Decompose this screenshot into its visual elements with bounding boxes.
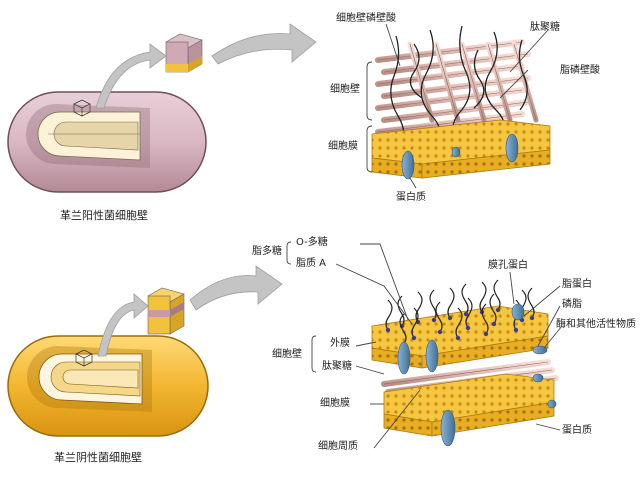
- gn-lps-chain: [479, 281, 487, 313]
- label-gn-lipopolysaccharide: 脂多糖: [252, 246, 282, 257]
- gn-lipid-a-head: [491, 321, 497, 327]
- label-gn-cell-wall: 细胞壁: [272, 349, 302, 360]
- zoom-arrow-small-bottom: [97, 293, 149, 357]
- label-gp-cell-membrane: 细胞膜: [328, 141, 358, 152]
- gn-lps-chain: [397, 295, 405, 327]
- gp-teichoic-strand: [409, 43, 423, 99]
- zoom-arrow-large-bottom: [189, 265, 283, 311]
- gp-peptidoglycan-crosslink-edge: [487, 43, 511, 121]
- gn-lps-chain: [399, 313, 407, 345]
- gn-lipid-a-head: [529, 315, 535, 321]
- label-gn-cell-membrane: 细胞膜: [320, 398, 350, 409]
- gn-lipid-a-head: [513, 327, 519, 333]
- gram-positive-wall-block: [371, 25, 551, 180]
- label-gp-protein: 蛋白质: [396, 192, 426, 203]
- label-gp-teichoic-acid: 细胞壁磷壁酸: [336, 13, 396, 24]
- gp-teichoic-strand: [473, 49, 485, 109]
- gn-lps-chain: [489, 293, 497, 325]
- gn-lipid-a-head: [447, 315, 453, 321]
- gp-peptidoglycan-rod-edge: [383, 77, 529, 97]
- gp-peptidoglycan-crosslink-edge: [513, 43, 537, 121]
- gn-lipid-a-head: [455, 335, 461, 341]
- label-gn-enzymes: 酶和其他活性物质: [556, 319, 636, 330]
- gn-lipid-a-head: [411, 335, 417, 341]
- gn-lps-chain: [461, 283, 469, 315]
- gn-lipid-a-head: [385, 327, 391, 333]
- gn-lps-chain: [465, 297, 473, 329]
- caption-gram-negative: 革兰阴性菌细胞壁: [54, 451, 142, 464]
- gp-peptidoglycan-crosslink-edge: [409, 43, 433, 121]
- gram-negative-cell: [7, 335, 209, 437]
- gram-negative-wall-block: [371, 279, 559, 447]
- gn-lipid-a-head: [483, 331, 489, 337]
- gn-lipid-a-head: [495, 307, 501, 313]
- gn-lipid-a-head: [463, 311, 469, 317]
- zoom-arrow-large-top: [211, 23, 317, 65]
- gp-peptidoglycan-rod-edge: [377, 41, 523, 61]
- gn-lipid-a-head: [431, 317, 437, 323]
- label-gn-porin: 膜孔蛋白: [488, 260, 528, 271]
- gn-lps-chain: [447, 287, 455, 319]
- gram-positive-cell: [7, 91, 207, 193]
- gp-peptidoglycan-crosslink-edge: [461, 43, 485, 121]
- label-gn-periplasm: 细胞周质: [318, 441, 358, 452]
- gp-peptidoglycan-rod-edge: [377, 113, 523, 133]
- label-gn-protein: 蛋白质: [562, 425, 592, 436]
- gram-negative-brackets: [286, 241, 563, 449]
- gram-positive-zoom-cube: [165, 33, 203, 73]
- label-gn-outer-membrane: 外膜: [330, 338, 350, 349]
- caption-gram-positive: 革兰阳性菌细胞壁: [60, 209, 148, 222]
- gn-lps-chain: [493, 279, 501, 311]
- gn-lps-chain: [527, 287, 535, 319]
- gn-lps-chain: [411, 307, 419, 339]
- label-gp-peptidoglycan: 肽聚糖: [530, 22, 560, 33]
- gp-peptidoglycan-rod-edge: [377, 65, 523, 85]
- gn-lps-chain: [415, 291, 423, 323]
- zoom-arrow-small-top: [95, 43, 167, 109]
- label-gn-peptidoglycan: 肽聚糖: [322, 361, 352, 372]
- gn-lps-chain: [481, 303, 489, 335]
- label-gp-cell-wall: 细胞壁: [330, 84, 360, 95]
- gram-positive-brackets: [366, 23, 549, 189]
- gn-lipid-a-head: [465, 325, 471, 331]
- gn-lps-chain: [429, 289, 437, 321]
- label-gn-phospholipid: 磷脂: [562, 299, 582, 310]
- gn-lipid-a-head: [437, 329, 443, 335]
- label-gn-o-polysaccharide: O-多糖: [296, 237, 328, 248]
- gn-lps-chain: [435, 301, 443, 333]
- label-gn-lipoprotein: 脂蛋白: [562, 279, 592, 290]
- gn-lps-chain: [455, 307, 463, 339]
- gn-lps-chain: [385, 299, 393, 331]
- label-gp-lipoteichoic-acid: 脂磷壁酸: [560, 65, 600, 76]
- label-gn-lipid-a: 脂质 A: [296, 258, 327, 269]
- gp-teichoic-strand: [518, 39, 528, 111]
- gn-peptidoglycan-rod-edge: [383, 361, 549, 385]
- gp-peptidoglycan-crosslink-edge: [435, 43, 459, 121]
- gram-negative-zoom-cube: [147, 287, 185, 335]
- gp-peptidoglycan-rod-edge: [383, 53, 529, 73]
